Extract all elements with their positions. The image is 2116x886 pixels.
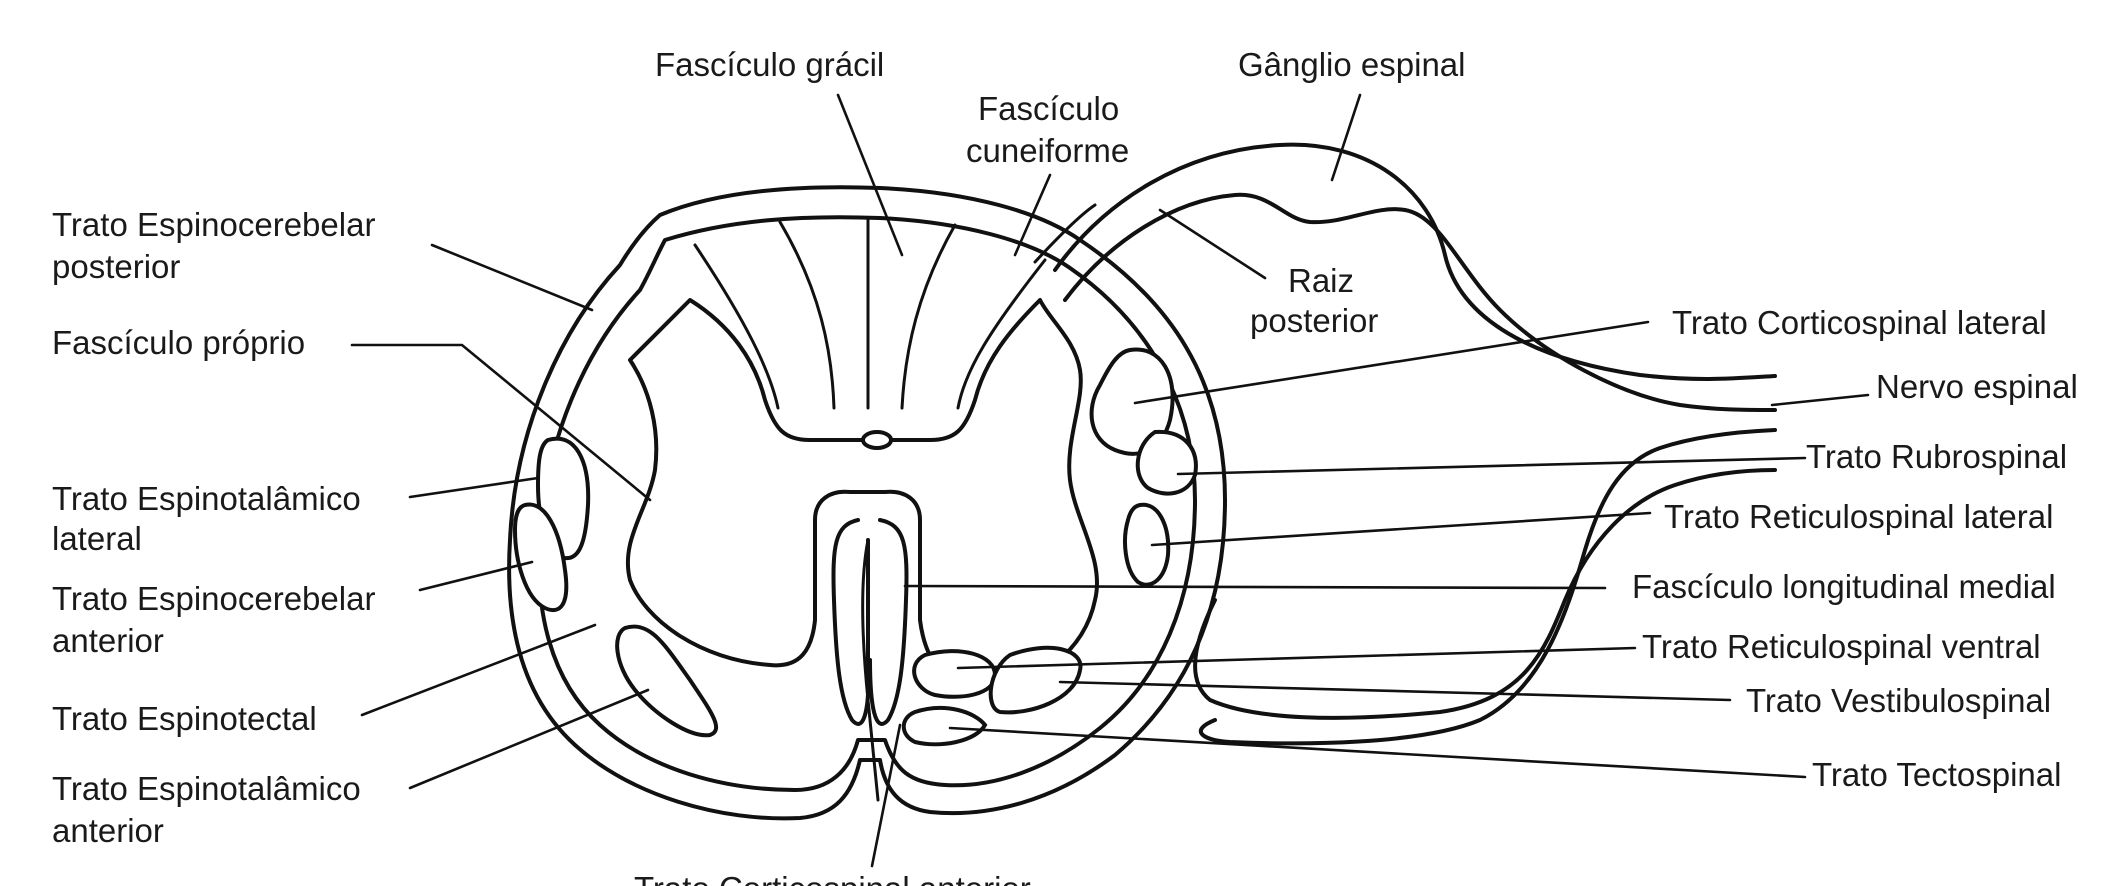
label-espinocerebelar-posterior-line2: posterior [52, 248, 180, 285]
tectospinal-tract [901, 706, 988, 747]
label-espinotalamico-lateral-line2: lateral [52, 520, 142, 557]
spinal-cord [507, 185, 1227, 821]
leader-lines [350, 93, 1870, 868]
reticulospinal-ventral-tract [912, 649, 998, 699]
leader-corticospinal-anterior [870, 723, 902, 868]
label-fasciculo-gracil: Fascículo grácil [655, 46, 884, 83]
label-raiz-posterior-line1: Raiz [1288, 262, 1354, 299]
leader-reticulospinal-ventral [956, 646, 1637, 670]
leader-longitudinal-medial [903, 584, 1607, 590]
espinotalamico-anterior-tract [615, 624, 718, 738]
label-espinotectal: Trato Espinotectal [52, 700, 317, 737]
leader-espinotalamico-anterior [408, 688, 650, 790]
central-canal [861, 430, 893, 450]
leader-ganglio-espinal [1330, 93, 1362, 182]
corticospinal-lateral-tract [1089, 347, 1175, 456]
label-corticospinal-lateral: Trato Corticospinal lateral [1672, 304, 2047, 341]
label-ganglio-espinal: Gânglio espinal [1238, 46, 1466, 83]
leader-fasciculo-cuneiforme [1013, 173, 1052, 257]
cuneate-right-boundary [956, 258, 1047, 410]
label-fasciculo-proprio: Fascículo próprio [52, 324, 305, 361]
leader-corticospinal-lateral [1133, 320, 1650, 405]
spinal-nerve-structure [1033, 142, 1777, 746]
label-espinocerebelar-anterior-line2: anterior [52, 622, 164, 659]
label-longitudinal-medial: Fascículo longitudinal medial [1632, 568, 2056, 605]
ganglion-inner-edge [1063, 192, 1777, 412]
label-espinotalamico-anterior-line1: Trato Espinotalâmico [52, 770, 361, 807]
leader-vestibulospinal [1058, 680, 1732, 702]
label-nervo-espinal: Nervo espinal [1876, 368, 2078, 405]
label-corticospinal-anterior: Trato Corticospinal anterior [634, 870, 1031, 886]
leader-raiz-posterior [1158, 208, 1267, 280]
label-vestibulospinal: Trato Vestibulospinal [1746, 682, 2051, 719]
leader-tectospinal [948, 726, 1807, 779]
ventral-root-inner [1193, 468, 1777, 720]
leader-espinotectal [360, 623, 597, 717]
espinocerebelar-anterior-tract [512, 502, 569, 613]
label-espinocerebelar-posterior-line1: Trato Espinocerebelar [52, 206, 375, 243]
reticulospinal-lateral-tract [1123, 502, 1171, 587]
anterior-loop-left [831, 518, 871, 726]
label-fasciculo-cuneiforme-line2: cuneiforme [966, 132, 1129, 169]
cord-outer-edge [507, 185, 1227, 821]
ventral-root-lower [1199, 428, 1777, 746]
leader-espinocerebelar-posterior [430, 243, 594, 312]
label-espinotalamico-lateral-line1: Trato Espinotalâmico [52, 480, 361, 517]
leader-espinocerebelar-anterior [418, 560, 534, 592]
label-raiz-posterior-line2: posterior [1250, 302, 1378, 339]
label-espinocerebelar-anterior-line1: Trato Espinocerebelar [52, 580, 375, 617]
vestibulospinal-tract [988, 645, 1083, 715]
gracilis-right-boundary [900, 223, 957, 410]
anterior-loop-right [868, 518, 909, 726]
leader-rubrospinal [1176, 456, 1807, 476]
cuneate-left-boundary [693, 243, 780, 410]
label-rubrospinal: Trato Rubrospinal [1806, 438, 2067, 475]
label-fasciculo-cuneiforme-line1: Fascículo [978, 90, 1119, 127]
leader-fasciculo-gracil [836, 93, 904, 257]
label-reticulospinal-lateral: Trato Reticulospinal lateral [1664, 498, 2053, 535]
labels: Fascículo grácil Fascículo cuneiforme Gâ… [52, 46, 2078, 886]
leader-reticulospinal-lateral [1150, 511, 1652, 547]
label-espinotalamico-anterior-line2: anterior [52, 812, 164, 849]
rubrospinal-tract [1135, 429, 1198, 496]
leader-nervo-espinal [1770, 393, 1870, 407]
leader-espinotalamico-lateral [408, 476, 540, 499]
label-tectospinal: Trato Tectospinal [1812, 756, 2061, 793]
leader-fasciculo-proprio [350, 343, 652, 502]
ganglion-outer-edge [1053, 142, 1777, 381]
label-reticulospinal-ventral: Trato Reticulospinal ventral [1642, 628, 2041, 665]
gracilis-left-boundary [778, 220, 836, 410]
